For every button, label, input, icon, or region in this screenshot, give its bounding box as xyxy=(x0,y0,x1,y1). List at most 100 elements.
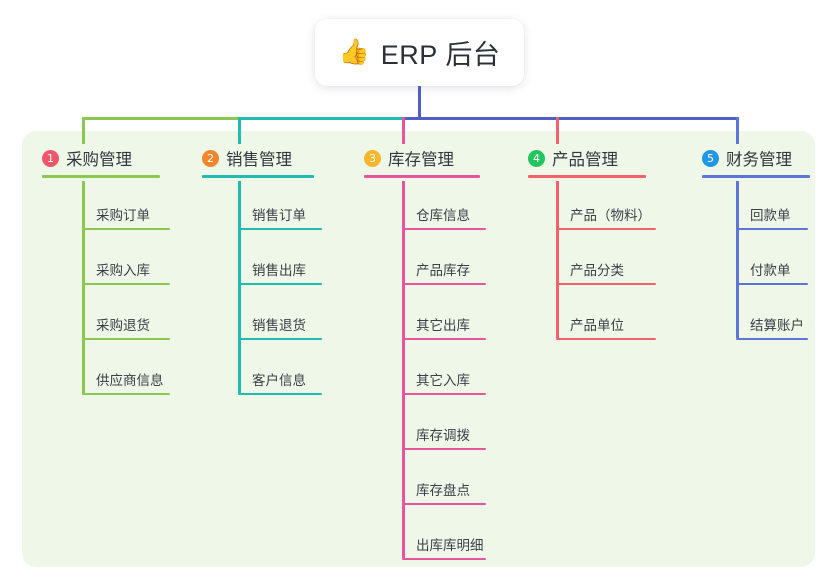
leaf-node-rule xyxy=(402,338,486,340)
leaf-node-rule xyxy=(556,338,656,340)
branch-index-badge: 1 xyxy=(42,149,59,167)
branch-index-badge: 5 xyxy=(702,149,719,167)
leaf-node[interactable]: 产品库存 xyxy=(402,259,486,285)
leaf-node-label: 采购退货 xyxy=(96,318,150,333)
leaf-node-label: 供应商信息 xyxy=(96,373,164,388)
leaf-node[interactable]: 库存盘点 xyxy=(402,479,486,505)
leaf-node-label: 产品库存 xyxy=(416,263,470,278)
leaf-node-label: 产品分类 xyxy=(570,263,624,278)
branch-header-rule xyxy=(528,175,646,178)
leaf-node-rule xyxy=(82,228,170,230)
leaf-node[interactable]: 销售订单 xyxy=(238,204,322,230)
leaf-node-rule xyxy=(556,283,656,285)
diagram-panel xyxy=(22,131,815,567)
branch-title: 库存管理 xyxy=(388,151,454,169)
leaf-node[interactable]: 产品（物料） xyxy=(556,204,656,230)
leaf-node-rule xyxy=(402,228,486,230)
leaf-node-rule xyxy=(82,393,170,395)
leaf-node-rule xyxy=(402,283,486,285)
branch-title: 产品管理 xyxy=(552,151,618,169)
leaf-node-label: 库存盘点 xyxy=(416,483,470,498)
leaf-node[interactable]: 结算账户 xyxy=(736,314,808,340)
branch-column-库存管理: 3 库存管理 xyxy=(364,146,480,178)
leaf-node-rule xyxy=(736,283,808,285)
leaf-node-rule xyxy=(402,393,486,395)
root-node[interactable]: 👍 ERP 后台 xyxy=(315,19,524,86)
leaf-node-label: 付款单 xyxy=(750,263,791,278)
leaf-node-rule xyxy=(556,228,656,230)
branch-stem-4 xyxy=(556,117,559,144)
branch-title: 销售管理 xyxy=(226,151,292,169)
leaf-node[interactable]: 出库库明细 xyxy=(402,534,486,560)
leaf-node[interactable]: 客户信息 xyxy=(238,369,322,395)
branch-column-财务管理: 5 财务管理 xyxy=(702,146,810,178)
root-stem xyxy=(418,86,421,120)
branch-header-rule xyxy=(202,175,314,178)
leaf-node-rule xyxy=(736,228,808,230)
leaf-node[interactable]: 采购入库 xyxy=(82,259,170,285)
branch-stem-3 xyxy=(402,117,405,144)
leaf-node-label: 库存调拨 xyxy=(416,428,470,443)
branch-index-badge: 3 xyxy=(364,149,381,167)
leaf-node-label: 出库库明细 xyxy=(416,538,484,553)
leaf-node-label: 结算账户 xyxy=(750,318,804,333)
leaf-node-rule xyxy=(82,283,170,285)
leaf-node[interactable]: 销售退货 xyxy=(238,314,322,340)
leaf-node-label: 销售订单 xyxy=(252,208,306,223)
leaf-node-rule xyxy=(736,338,808,340)
leaf-node[interactable]: 销售出库 xyxy=(238,259,322,285)
leaf-node-label: 销售出库 xyxy=(252,263,306,278)
leaf-node[interactable]: 回款单 xyxy=(736,204,808,230)
leaf-node-rule xyxy=(402,503,486,505)
branch-header-rule xyxy=(42,175,160,178)
leaf-node[interactable]: 采购订单 xyxy=(82,204,170,230)
leaf-node[interactable]: 产品单位 xyxy=(556,314,656,340)
leaf-node-rule xyxy=(82,338,170,340)
leaf-node[interactable]: 仓库信息 xyxy=(402,204,486,230)
leaf-node[interactable]: 供应商信息 xyxy=(82,369,170,395)
leaf-node[interactable]: 其它出库 xyxy=(402,314,486,340)
thumbs-up-icon: 👍 xyxy=(338,38,370,66)
leaf-node-label: 其它入库 xyxy=(416,373,470,388)
branch-column-产品管理: 4 产品管理 xyxy=(528,146,646,178)
leaf-node-label: 采购入库 xyxy=(96,263,150,278)
leaf-node-label: 产品（物料） xyxy=(570,208,651,223)
branch-header-5[interactable]: 5 财务管理 xyxy=(702,146,810,170)
leaf-node[interactable]: 库存调拨 xyxy=(402,424,486,450)
leaf-node[interactable]: 其它入库 xyxy=(402,369,486,395)
leaf-node-rule xyxy=(238,338,322,340)
branch-stem-5 xyxy=(736,117,739,144)
connector-bar-1 xyxy=(82,117,241,120)
leaf-node-rule xyxy=(238,283,322,285)
leaf-node-rule xyxy=(238,228,322,230)
branch-stem-1 xyxy=(82,117,85,144)
leaf-node-label: 仓库信息 xyxy=(416,208,470,223)
branch-header-rule xyxy=(364,175,480,178)
leaf-node-rule xyxy=(402,558,486,560)
leaf-node[interactable]: 产品分类 xyxy=(556,259,656,285)
leaf-node-label: 客户信息 xyxy=(252,373,306,388)
branch-spine-4 xyxy=(556,181,559,338)
leaf-node[interactable]: 采购退货 xyxy=(82,314,170,340)
branch-header-rule xyxy=(702,175,810,178)
branch-spine-5 xyxy=(736,181,739,338)
leaf-node-label: 其它出库 xyxy=(416,318,470,333)
leaf-node-label: 销售退货 xyxy=(252,318,306,333)
branch-stem-2 xyxy=(238,117,241,144)
leaf-node[interactable]: 付款单 xyxy=(736,259,808,285)
branch-title: 财务管理 xyxy=(726,151,792,169)
branch-header-4[interactable]: 4 产品管理 xyxy=(528,146,646,170)
branch-header-3[interactable]: 3 库存管理 xyxy=(364,146,480,170)
connector-bar-3 xyxy=(402,117,739,120)
leaf-node-rule xyxy=(238,393,322,395)
leaf-node-label: 回款单 xyxy=(750,208,791,223)
leaf-node-rule xyxy=(402,448,486,450)
branch-spine-1 xyxy=(82,181,85,393)
leaf-node-label: 采购订单 xyxy=(96,208,150,223)
branch-index-badge: 4 xyxy=(528,149,545,167)
root-node-label: ERP 后台 xyxy=(380,40,501,70)
